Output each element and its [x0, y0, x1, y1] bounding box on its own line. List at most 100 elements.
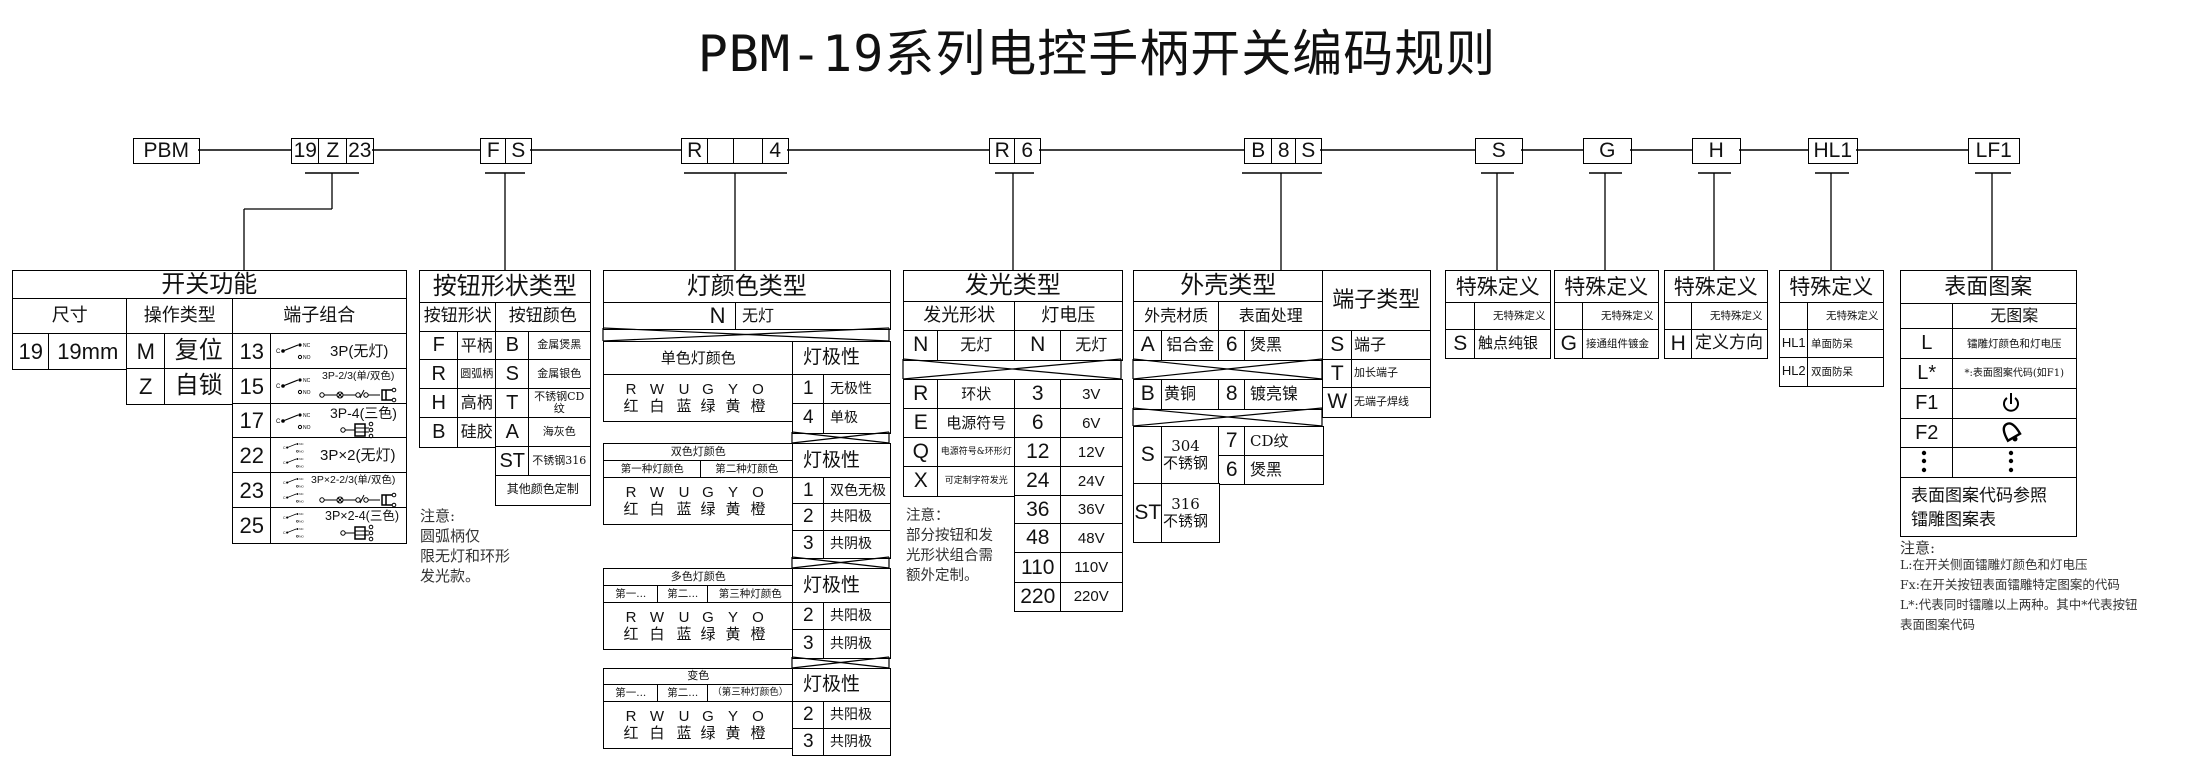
color-code-cell	[603, 374, 794, 422]
button-shape-label: 圆弧柄	[457, 359, 497, 390]
code-glow-shape: R	[989, 138, 1016, 164]
multi-color-first: 第一...	[603, 585, 659, 604]
multi-color-third: 第三种灯颜色	[707, 585, 794, 604]
glow-none-code: N	[903, 330, 939, 361]
code-button-shape: F	[480, 138, 507, 164]
button-shape-label: 硅胶	[457, 417, 497, 448]
glow-type-title: 发光类型	[903, 270, 1123, 303]
polarity-header: 灯极性	[792, 341, 891, 376]
button-shape-label: 高柄	[457, 388, 497, 419]
operation-header: 操作类型	[126, 298, 234, 335]
color-letter: G	[702, 609, 714, 626]
color-name: 黄	[725, 724, 741, 742]
color-letter: G	[702, 381, 714, 398]
multi-color-second: 第二...	[657, 585, 709, 604]
voltage-code: 48	[1014, 523, 1062, 554]
pattern-code: F1	[1900, 388, 1954, 420]
voltage-label: 110V	[1060, 552, 1123, 584]
color-name: 橙	[750, 724, 766, 742]
pattern-more-cell	[1952, 447, 2077, 479]
pattern-note-line: 表面图案代码	[1900, 617, 1976, 632]
pattern-title: 表面图案	[1900, 270, 2077, 305]
voltage-code: 3	[1014, 379, 1062, 410]
color-name: 红	[623, 625, 639, 643]
pattern-code: L*	[1900, 358, 1954, 390]
terminal-label: 3P-4(三色)	[330, 405, 397, 421]
special-code: HL2	[1779, 357, 1809, 387]
color-letter: W	[649, 609, 665, 626]
glow-note-line: 额外定制。	[906, 568, 979, 584]
polarity-code: 2	[792, 701, 825, 730]
color-name: 红	[623, 500, 639, 518]
pattern-icon-cell	[1952, 388, 2077, 420]
single-color-header: 单色灯颜色	[603, 341, 794, 376]
pattern-note-line: 注意:	[1900, 539, 1936, 557]
polarity-code: 3	[792, 629, 825, 659]
code-light-color-2	[707, 138, 735, 164]
polarity-code: 1	[792, 374, 825, 405]
special-none-label: 无特殊定义	[1807, 302, 1884, 331]
housing-material-code: ST	[1133, 483, 1163, 543]
housing-surface-label: 镀亮镍	[1244, 379, 1324, 410]
polarity-label: 单极	[823, 403, 891, 434]
special-definition-title: 特殊定义	[1779, 270, 1884, 304]
color-letter: G	[702, 484, 714, 501]
special-code: H	[1664, 329, 1693, 359]
switch-function-title: 开关功能	[12, 270, 407, 300]
pattern-reference-line: 镭雕图案表	[1911, 510, 1996, 530]
pattern-note-line: L:在开关侧面镭雕灯颜色和灯电压	[1900, 557, 2088, 572]
polarity-label: 共阳极	[823, 701, 891, 730]
polarity-code: 3	[792, 530, 825, 559]
button-shape-code: B	[419, 417, 459, 448]
polarity-label: 双色无极	[823, 477, 891, 505]
button-note-line: 发光款。	[420, 567, 481, 585]
glow-shape-code: Q	[903, 437, 939, 468]
color-code-cell	[603, 602, 794, 650]
button-note-line: 注意:	[420, 507, 456, 525]
code-special-4: HL1	[1808, 138, 1858, 164]
size-label: 19mm	[48, 333, 128, 370]
pattern-label: *:表面图案代码(如F1)	[1952, 358, 2077, 390]
voltage-label: 220V	[1060, 582, 1123, 612]
dual-color-first: 第一种灯颜色	[603, 460, 702, 479]
color-name: 黄	[725, 625, 741, 643]
voltage-label: 6V	[1060, 408, 1123, 439]
color-letter: G	[702, 708, 714, 725]
voltage-code: 24	[1014, 466, 1062, 497]
glow-shape-code: E	[903, 408, 939, 439]
color-letter: O	[752, 708, 764, 725]
housing-surface-code: 6	[1218, 455, 1246, 485]
housing-material-code: S	[1133, 426, 1163, 485]
code-light-polarity: 4	[762, 138, 789, 164]
operation-code: Z	[126, 368, 166, 405]
code-housing-material: B	[1244, 138, 1273, 164]
terminal-type-code: T	[1322, 359, 1353, 389]
button-color-code: A	[495, 417, 530, 448]
special-label: 单面防呆	[1807, 329, 1884, 359]
terminal-type-code: S	[1322, 330, 1353, 361]
polarity-label: 共阴极	[823, 728, 891, 756]
color-name: 蓝	[676, 724, 692, 742]
change-color-first: 第一...	[603, 684, 659, 703]
polarity-label: 共阳极	[823, 503, 891, 532]
housing-material-label: 304 不锈钢	[1161, 426, 1220, 485]
code-glow-voltage: 6	[1014, 138, 1041, 164]
terminal-label: 3P-2/3(单/双色)	[322, 370, 395, 382]
button-color-code: T	[495, 388, 530, 419]
code-operation: Z	[318, 138, 348, 164]
multi-color-header: 多色灯颜色	[603, 568, 794, 587]
size-code: 19	[12, 333, 50, 370]
pattern-note-line: Fx:在开关按钮表面镭雕特定图案的代码	[1900, 577, 2120, 592]
special-label: 接通组件镀金	[1582, 329, 1659, 359]
special-blank-code	[1664, 302, 1693, 331]
special-code: S	[1445, 329, 1476, 359]
button-shape-code: H	[419, 388, 459, 419]
change-color-header: 变色	[603, 668, 794, 686]
color-name: 绿	[700, 397, 716, 415]
code-terminal-type: S	[1295, 138, 1322, 164]
button-color-label: 不锈钢316	[528, 446, 591, 477]
color-letter: Y	[727, 381, 738, 398]
color-letter: W	[649, 708, 665, 725]
terminal-header: 端子组合	[232, 298, 407, 335]
